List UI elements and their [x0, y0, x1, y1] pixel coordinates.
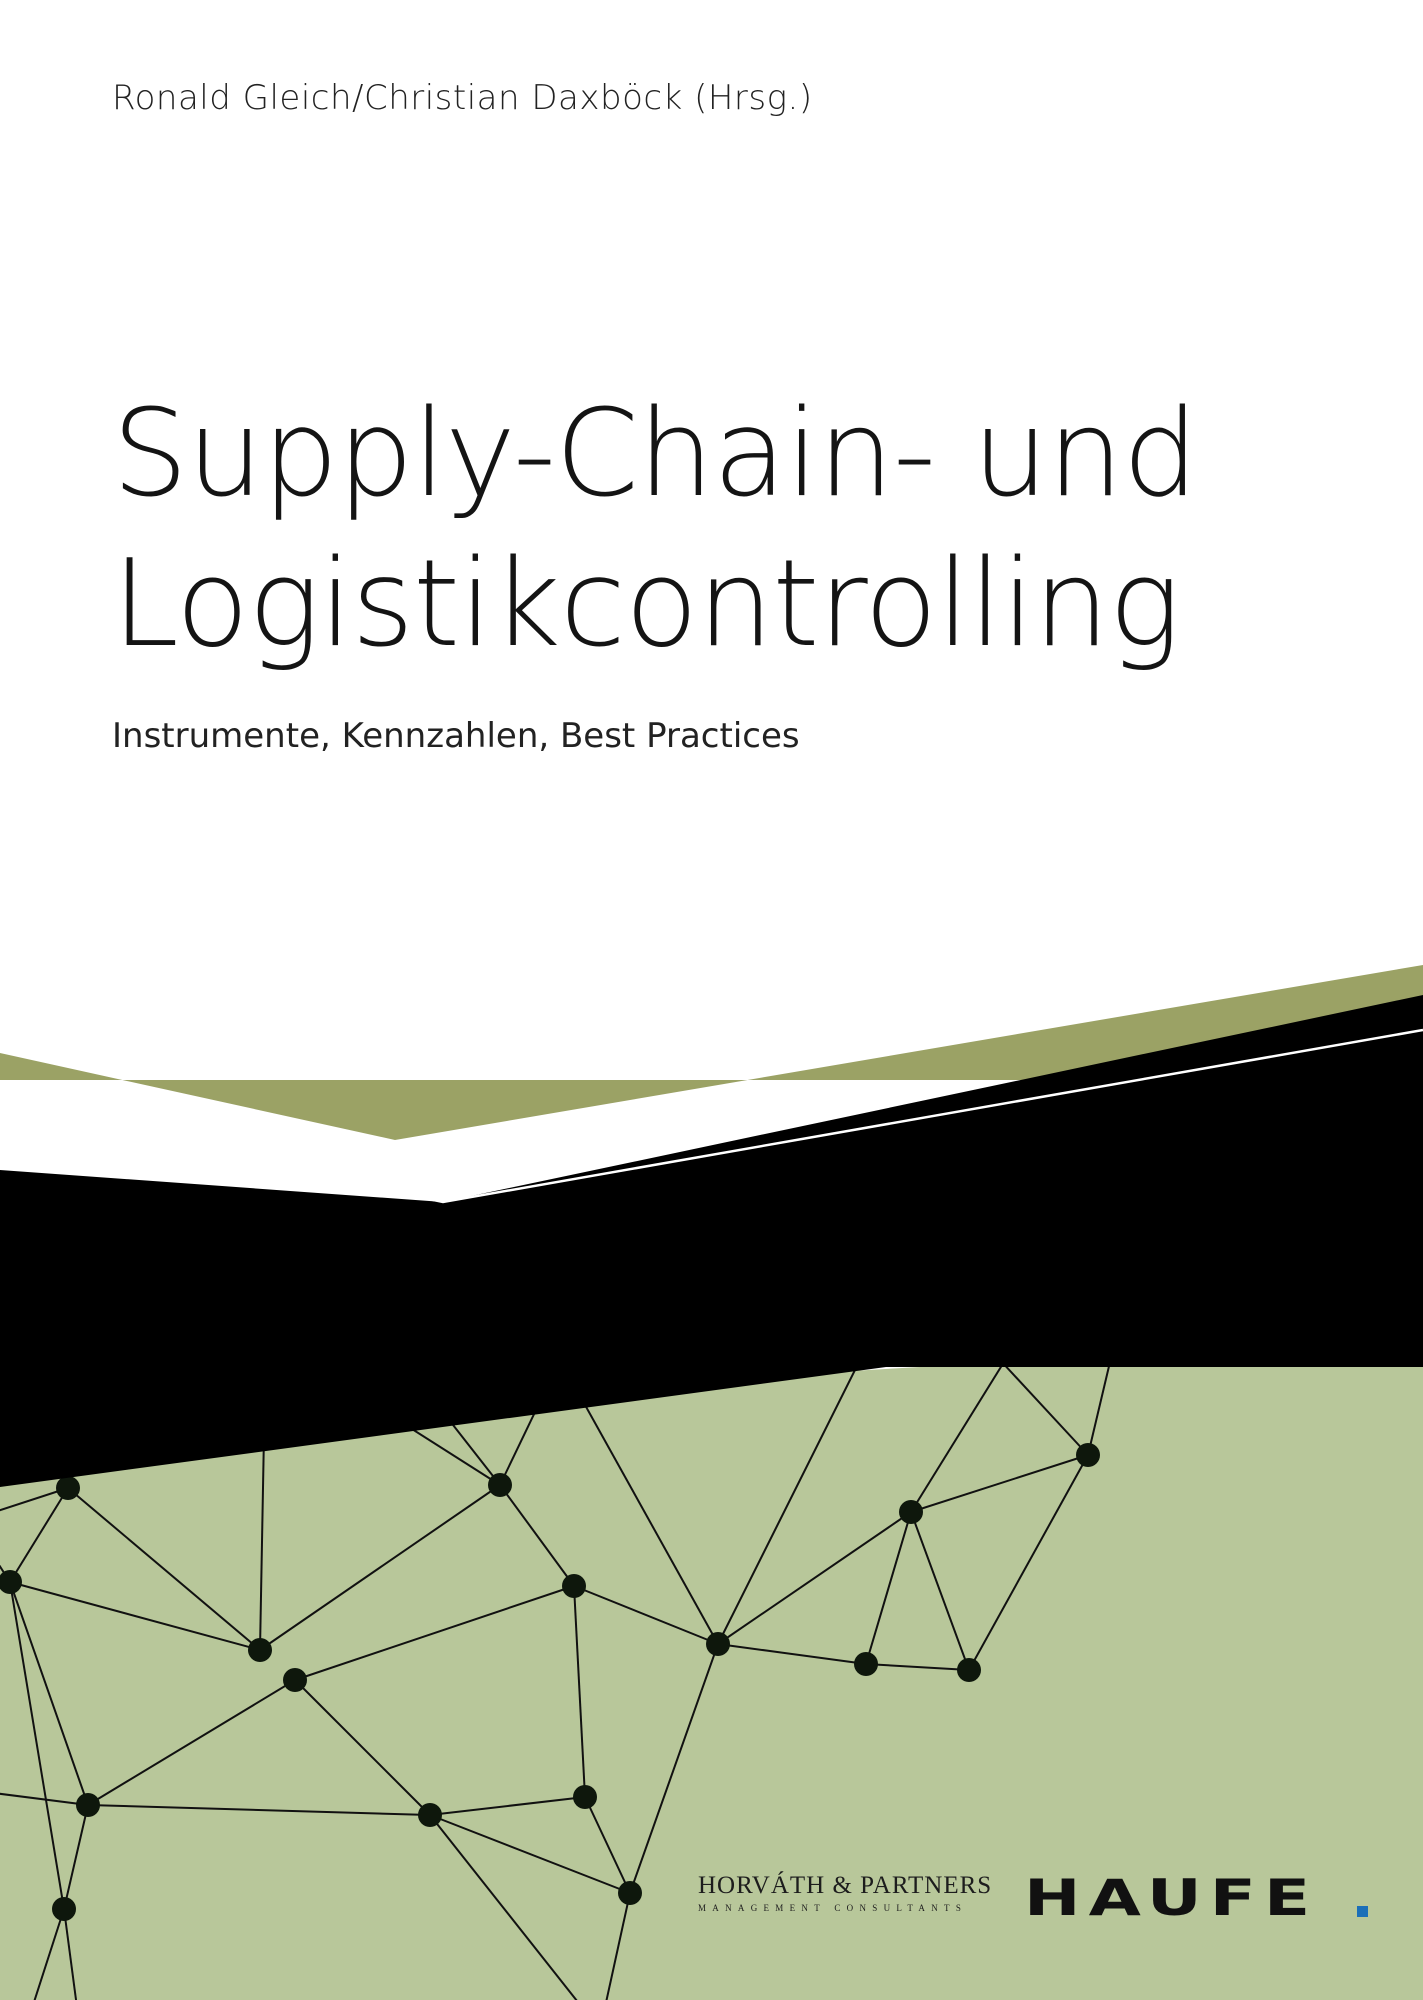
haufe-logo-dot	[1357, 1906, 1368, 1917]
network-edge	[9, 1581, 261, 1651]
network-edge	[629, 1643, 719, 1894]
title-line-2: Logistikcontrolling	[112, 535, 1181, 674]
olive-band	[0, 965, 1423, 1140]
horvath-partners-tagline: MANAGEMENT CONSULTANTS	[698, 1903, 968, 1913]
network-edge	[0, 1487, 69, 1512]
network-edge	[573, 1585, 586, 1798]
network-graph	[0, 1319, 1111, 2000]
network-edge	[717, 1359, 861, 1645]
network-node	[899, 1500, 923, 1524]
network-edge	[63, 1804, 89, 1910]
network-edge	[9, 1581, 89, 1806]
network-node	[418, 1803, 442, 1827]
network-edge	[9, 1487, 69, 1583]
network-edge	[429, 1814, 631, 1894]
network-node	[618, 1881, 642, 1905]
network-node	[562, 1574, 586, 1598]
network-node	[957, 1658, 981, 1682]
network-edge	[605, 1892, 631, 2000]
haufe-wordmark: HAUFE	[1024, 1869, 1319, 1927]
network-edge	[910, 1511, 970, 1671]
network-edge	[910, 1454, 1089, 1513]
horvath-partners-logo: HORVÁTH & PARTNERS MANAGEMENT CONSULTANT…	[698, 1872, 993, 1914]
haufe-logo: HAUFE	[1024, 1870, 1368, 1926]
network-node	[573, 1785, 597, 1809]
title-line-1: Supply-Chain- und	[112, 385, 1199, 524]
network-edge	[584, 1796, 631, 1894]
network-edge	[717, 1643, 867, 1665]
network-edge	[573, 1585, 719, 1645]
network-node	[283, 1668, 307, 1692]
horvath-partners-name: HORVÁTH & PARTNERS	[698, 1872, 993, 1899]
network-node	[52, 1897, 76, 1921]
network-node	[854, 1652, 878, 1676]
network-node	[488, 1473, 512, 1497]
network-node	[1076, 1443, 1100, 1467]
network-edge	[87, 1804, 431, 1816]
network-edge	[1087, 1361, 1111, 1456]
network-edge	[0, 1564, 11, 1583]
network-node	[56, 1476, 80, 1500]
network-edge	[717, 1511, 912, 1645]
network-edge	[865, 1663, 970, 1671]
book-authors: Ronald Gleich/Christian Daxböck (Hrsg.)	[112, 78, 813, 118]
network-edge	[63, 1908, 78, 2000]
network-node	[248, 1638, 272, 1662]
network-edge	[87, 1679, 296, 1806]
network-node	[76, 1793, 100, 1817]
network-edge	[294, 1585, 575, 1681]
network-edge	[259, 1484, 501, 1651]
network-edge	[968, 1454, 1089, 1671]
network-edge	[0, 1792, 89, 1806]
network-node	[0, 1570, 22, 1594]
network-edge	[33, 1908, 65, 2000]
book-title: Supply-Chain- und Logistikcontrolling	[112, 380, 1199, 680]
network-node	[706, 1632, 730, 1656]
book-subtitle: Instrumente, Kennzahlen, Best Practices	[112, 716, 800, 756]
network-edge	[865, 1511, 912, 1665]
network-edge	[499, 1484, 575, 1587]
network-edge	[9, 1581, 65, 1910]
black-band	[0, 995, 1423, 1487]
network-edge	[67, 1487, 261, 1651]
network-edge	[429, 1796, 586, 1816]
white-accent-line	[0, 1028, 1423, 1204]
network-edge	[999, 1359, 1089, 1456]
network-edge	[429, 1814, 578, 2000]
sage-area	[0, 1338, 1423, 2000]
network-edge	[294, 1679, 431, 1816]
